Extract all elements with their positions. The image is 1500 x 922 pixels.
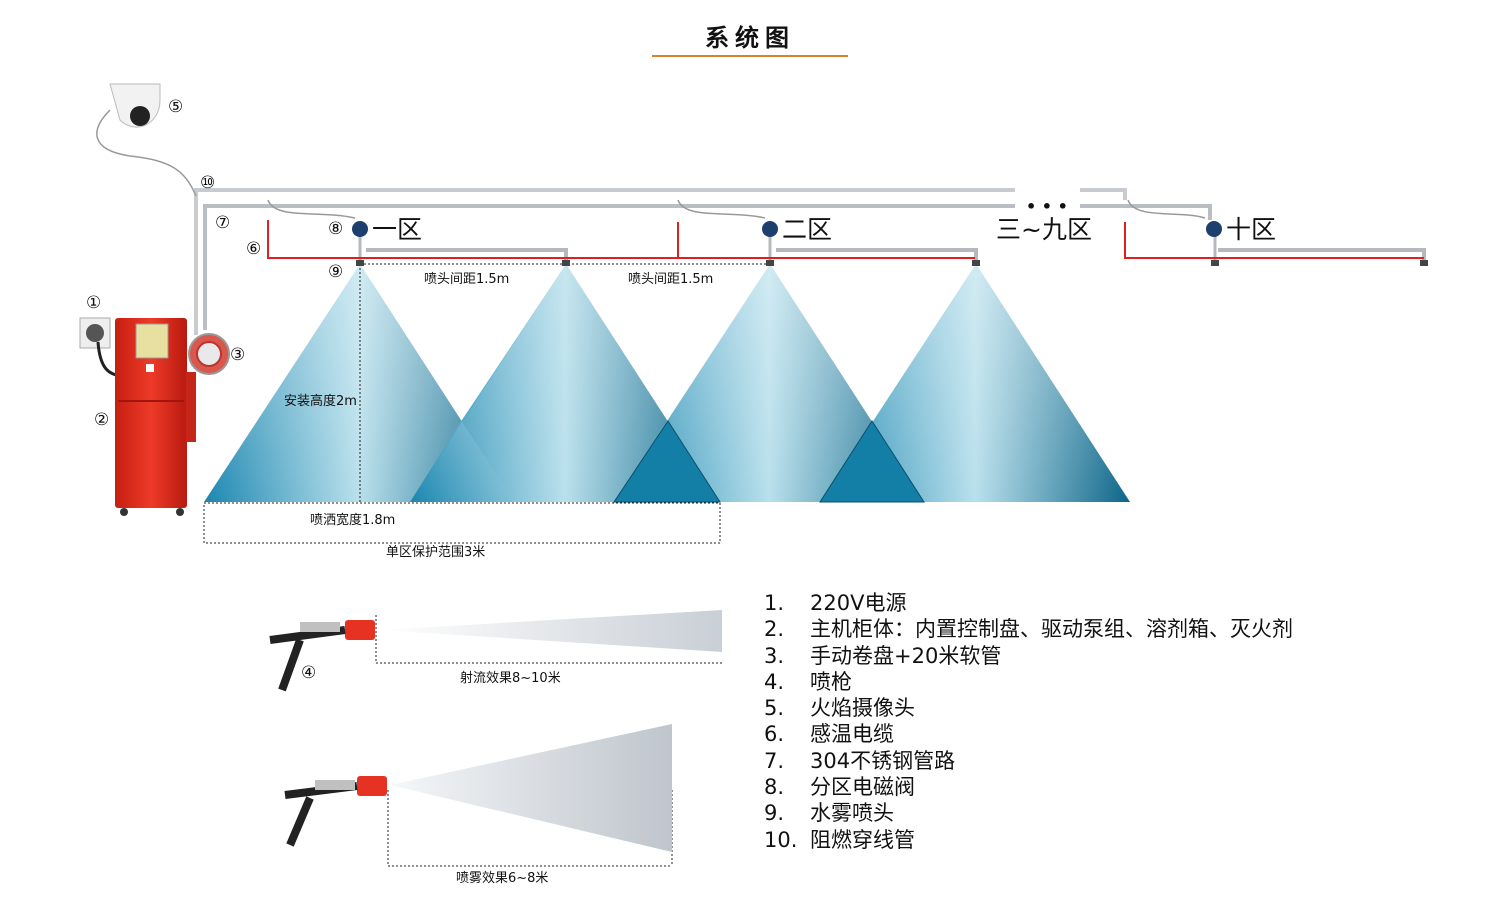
dimension-labels: 喷头间距1.5m 喷头间距1.5m 安装高度2m 喷洒宽度1.8m 单区保护范围… (284, 272, 713, 886)
callout-6: ⑥ (246, 239, 261, 259)
zone-label-1: 一区 (372, 215, 422, 244)
callout-1: ① (86, 293, 101, 313)
zone-labels: 一区 二区 三~九区 十区 • • • (372, 197, 1276, 244)
zone-label-2: 二区 (782, 215, 832, 244)
overlap-1 (613, 420, 721, 503)
legend-item: 8.分区电磁阀 (764, 775, 915, 800)
zone-label-10: 十区 (1226, 215, 1276, 244)
legend-item: 2.主机柜体：内置控制盘、驱动泵组、溶剂箱、灭火剂 (764, 617, 1293, 642)
power-socket (79, 317, 123, 378)
legend-item: 7.304不锈钢管路 (764, 748, 956, 773)
zone-valves (352, 221, 1222, 237)
legend-item: 6.感温电缆 (764, 722, 894, 747)
spray-cones (204, 264, 1130, 503)
nozzles (356, 260, 1428, 266)
spray-gun-jet (269, 610, 722, 692)
legend-item: 4.喷枪 (764, 669, 852, 694)
mist-effect-label: 喷雾效果6~8米 (456, 871, 548, 886)
callout-10: ⑩ (200, 173, 215, 193)
title-underline (652, 55, 848, 57)
callout-5: ⑤ (168, 97, 183, 117)
callout-4: ④ (301, 663, 316, 683)
nozzle-spacing-label-1: 喷头间距1.5m (424, 272, 509, 287)
callout-2: ② (94, 410, 109, 430)
install-height-label: 安装高度2m (284, 393, 357, 409)
nozzle-spacing-label-2: 喷头间距1.5m (628, 272, 713, 287)
legend-item: 5.火焰摄像头 (764, 696, 915, 721)
zone-valve-10 (1206, 221, 1222, 237)
spray-width-label: 喷洒宽度1.8m (310, 512, 395, 528)
callout-8: ⑧ (328, 219, 343, 239)
spray-gun-mist (284, 724, 672, 852)
hose-reel (186, 333, 230, 442)
callout-3: ③ (230, 345, 245, 365)
nozzle-2 (562, 260, 570, 266)
zone-valve-2 (762, 221, 778, 237)
zone-valve-1 (352, 221, 368, 237)
flame-camera (96, 83, 197, 197)
conduit-main (194, 188, 1127, 200)
component-legend: 1.220V电源 2.主机柜体：内置控制盘、驱动泵组、溶剂箱、灭火剂 3.手动卷… (764, 590, 1293, 853)
legend-item: 1.220V电源 (764, 591, 907, 615)
callout-labels: ① ② ③ ④ ⑤ ⑥ ⑦ ⑧ ⑨ ⑩ (86, 97, 343, 683)
callout-7: ⑦ (215, 213, 230, 233)
legend-item: 3.手动卷盘+20米软管 (764, 643, 1002, 668)
nozzle-4 (972, 260, 980, 266)
jet-effect-label: 射流效果8~10米 (460, 670, 561, 686)
nozzle-3 (766, 260, 774, 266)
ellipsis-marker: • • • (1026, 197, 1068, 216)
legend-item: 10.阻燃穿线管 (764, 827, 915, 852)
overlap-2 (819, 420, 925, 503)
zone-label-3-9: 三~九区 (996, 215, 1092, 244)
callout-9: ⑨ (328, 262, 343, 282)
nozzle-1 (356, 260, 364, 266)
page-title: 系统图 (705, 24, 795, 52)
main-cabinet (115, 318, 187, 516)
stainless-pipe (203, 204, 1212, 330)
heat-sensing-cable (267, 220, 1424, 259)
zone-range-label: 单区保护范围3米 (386, 545, 485, 560)
legend-item: 9.水雾喷头 (764, 801, 894, 826)
